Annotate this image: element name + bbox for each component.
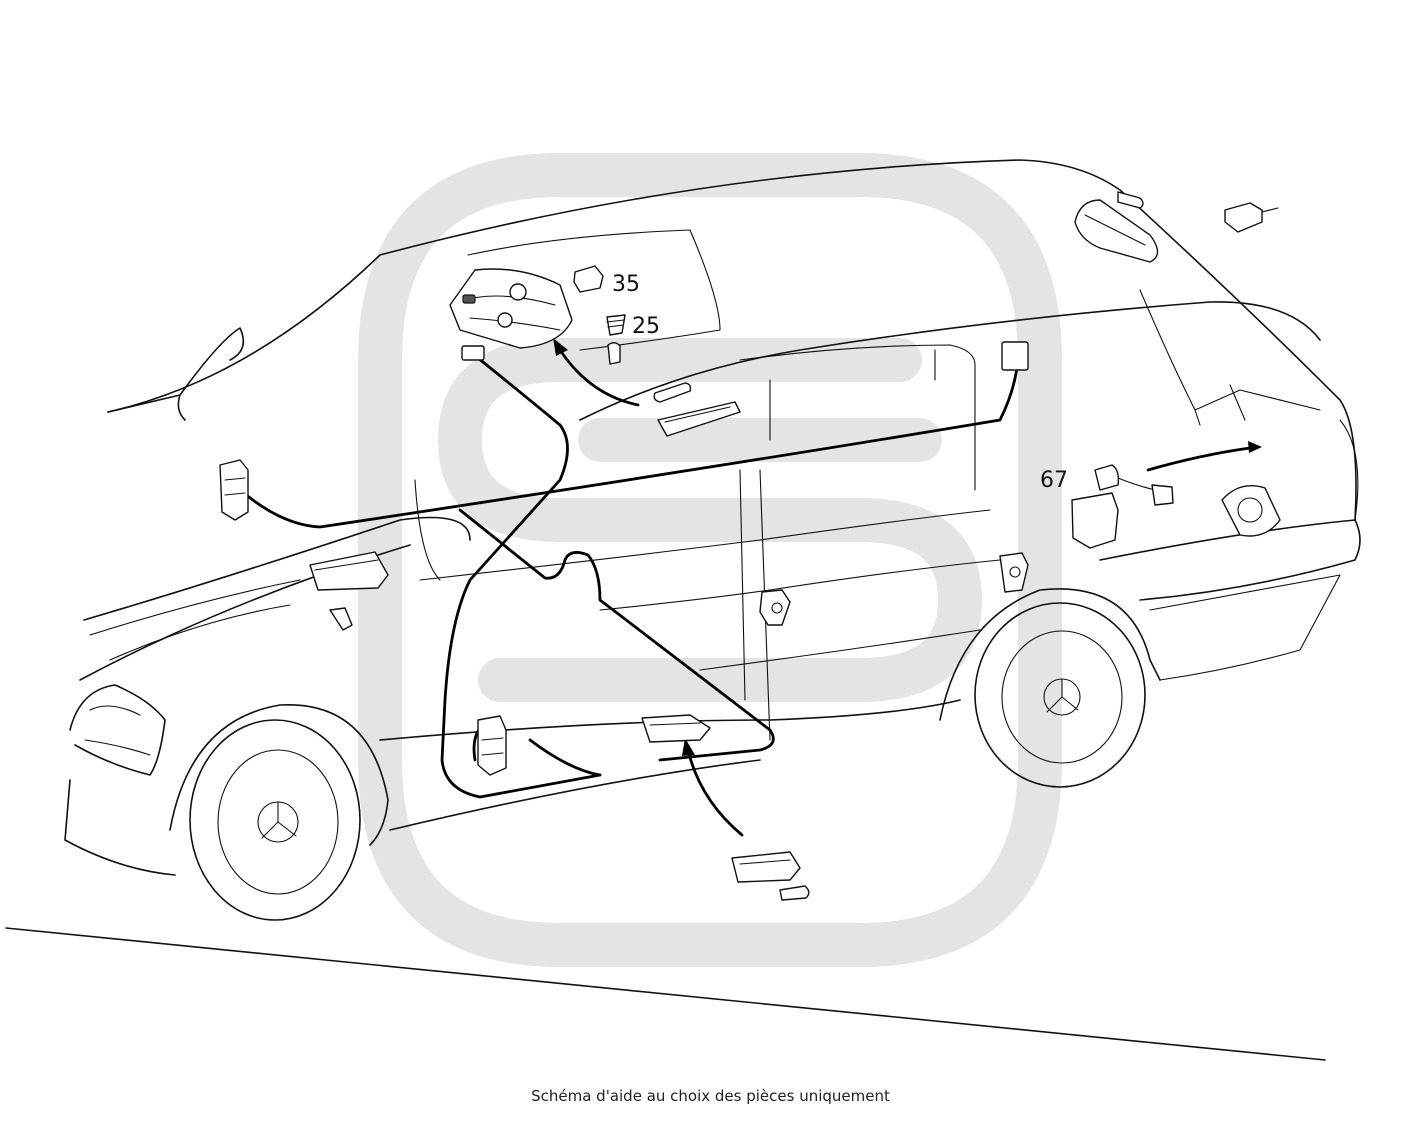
callout-35: 35 xyxy=(612,272,640,297)
door-pin-switch-c xyxy=(999,552,1029,593)
door-entry-light xyxy=(641,714,711,743)
center-reading-light xyxy=(657,401,741,437)
wiring-harness xyxy=(236,356,1020,799)
callout-67: 67 xyxy=(1040,468,1068,493)
reading-light-bulb xyxy=(653,382,692,403)
rear-lamp-socket xyxy=(1221,485,1281,537)
arrow-head-dome xyxy=(553,338,568,356)
arrow-head-door xyxy=(682,738,695,756)
front-door-switch xyxy=(219,459,249,521)
ground-line xyxy=(5,927,1326,1061)
part-35-switch xyxy=(573,265,604,293)
arrows xyxy=(553,338,1262,837)
tailgate-switch-top xyxy=(1224,202,1279,233)
footwell-lamp-assembly xyxy=(731,851,810,901)
callout-25: 25 xyxy=(632,314,660,339)
b-pillar-connector xyxy=(1001,341,1029,371)
part-25-bulb-holder xyxy=(606,314,626,365)
rear-dome-light xyxy=(1074,191,1159,263)
watermark-logo xyxy=(358,153,1062,967)
glovebox-light xyxy=(309,551,389,631)
door-contact-lower xyxy=(477,715,507,776)
part-67-tailgate-lock-switch xyxy=(1071,464,1174,549)
arrow-head-rear xyxy=(1248,441,1262,453)
front-dome-light xyxy=(449,268,573,361)
diagram-caption: Schéma d'aide au choix des pièces unique… xyxy=(531,1087,890,1105)
door-pin-switch-rear xyxy=(759,589,791,626)
